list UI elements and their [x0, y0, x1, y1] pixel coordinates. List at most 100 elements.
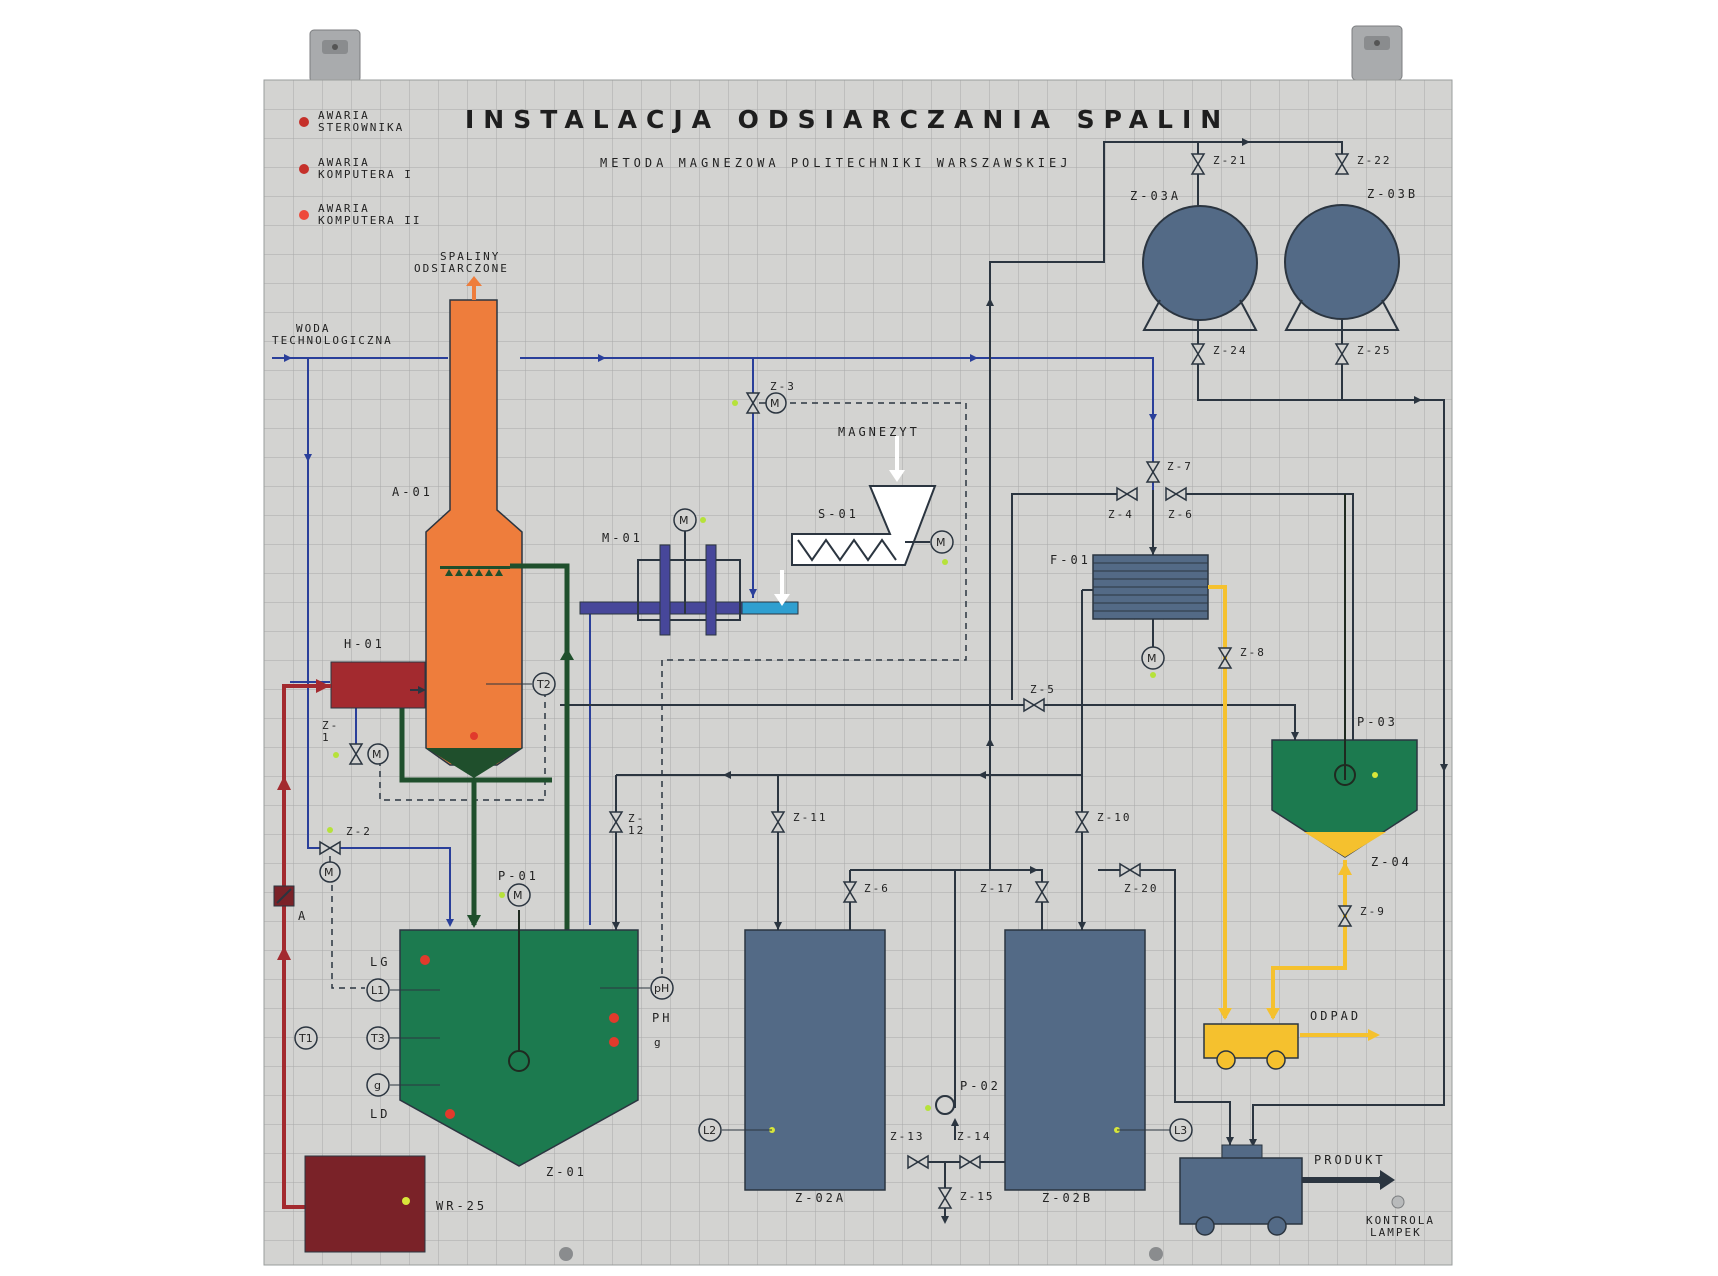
- valve-z6-lower: [842, 881, 858, 903]
- alarm-computer-1: AWARIA KOMPUTERA I: [299, 156, 413, 181]
- instrument-g: g: [366, 1073, 440, 1097]
- svg-text:12: 12: [628, 824, 645, 837]
- svg-text:AWARIA: AWARIA: [318, 109, 370, 122]
- tank-z01: [399, 910, 639, 1167]
- pump-p02: [925, 1095, 955, 1115]
- label-odpad: ODPAD: [1310, 1009, 1361, 1023]
- valve-motor-z2: M: [319, 827, 341, 883]
- svg-text:Z-15: Z-15: [960, 1190, 995, 1203]
- valve-z4: [1116, 486, 1138, 502]
- valve-z7: [1145, 461, 1161, 483]
- tank-z03a: [1142, 205, 1258, 331]
- svg-text:L3: L3: [1174, 1124, 1187, 1137]
- label-lg: LG: [370, 955, 390, 969]
- instrument-t3: T3: [366, 1026, 440, 1050]
- svg-text:Z-20: Z-20: [1124, 882, 1159, 895]
- instrument-ph: pH: [600, 976, 674, 1000]
- label-f01: F-01: [1050, 553, 1091, 567]
- svg-text:Z-6: Z-6: [1168, 508, 1194, 521]
- label-p02: P-02: [960, 1079, 1001, 1093]
- svg-text:M: M: [513, 889, 523, 902]
- svg-text:Z-11: Z-11: [793, 811, 828, 824]
- label-spaliny-2: ODSIARCZONE: [414, 262, 509, 275]
- instrument-l2: L2: [698, 1118, 772, 1142]
- lamp-test-button[interactable]: [1391, 1195, 1405, 1209]
- filter-f01: M: [1082, 554, 1209, 678]
- label-h01: H-01: [344, 637, 385, 651]
- svg-text:Z-21: Z-21: [1213, 154, 1248, 167]
- valve-z21: [1190, 153, 1206, 175]
- waste-cart: [1203, 1023, 1299, 1070]
- svg-text:Z-3: Z-3: [770, 380, 796, 393]
- mixer-m01: M: [579, 508, 799, 636]
- label-p01: P-01: [498, 869, 539, 883]
- valve-z5: [1023, 697, 1045, 713]
- valve-z1: [348, 743, 364, 765]
- valve-z6-upper: [1165, 486, 1187, 502]
- svg-text:Z-7: Z-7: [1167, 460, 1193, 473]
- label-a01: A-01: [392, 485, 433, 499]
- valve-z20: [1119, 862, 1141, 878]
- valve-z8: [1217, 647, 1233, 669]
- valve-z25: [1334, 343, 1350, 365]
- svg-text:Z-24: Z-24: [1213, 344, 1248, 357]
- label-s01: S-01: [818, 507, 859, 521]
- svg-text:Z-17: Z-17: [980, 882, 1015, 895]
- svg-text:1: 1: [322, 731, 331, 744]
- label-z02b: Z-02B: [1042, 1191, 1093, 1205]
- svg-text:M: M: [936, 536, 946, 549]
- alarm-controller: AWARIA STEROWNIKA: [299, 109, 402, 134]
- label-spaliny-1: SPALINY: [440, 250, 500, 263]
- product-cart: [1179, 1144, 1303, 1236]
- svg-text:L1: L1: [371, 984, 384, 997]
- tank-z03b: [1284, 204, 1400, 331]
- label-a: A: [298, 909, 308, 923]
- label-kontrola-2: LAMPEK: [1370, 1226, 1422, 1239]
- process-arrows: [612, 138, 1448, 1224]
- svg-text:Z-6: Z-6: [864, 882, 890, 895]
- svg-text:Z-: Z-: [628, 812, 645, 825]
- valve-z14: [959, 1154, 981, 1170]
- instrument-l3: L3: [1117, 1118, 1193, 1142]
- instrument-l1: L1: [366, 978, 440, 1002]
- valves: [319, 153, 1353, 1209]
- svg-text:AWARIA: AWARIA: [318, 202, 370, 215]
- svg-text:Z-9: Z-9: [1360, 905, 1386, 918]
- label-m01: M-01: [602, 531, 643, 545]
- svg-text:T2: T2: [536, 678, 551, 691]
- alarm-computer-2: AWARIA KOMPUTERA II: [299, 202, 421, 227]
- valve-z15: [937, 1187, 953, 1209]
- svg-text:AWARIA: AWARIA: [318, 156, 370, 169]
- label-z01: Z-01: [546, 1165, 587, 1179]
- instrument-t2: T2: [486, 672, 556, 696]
- valve-z17: [1034, 881, 1050, 903]
- page-subtitle: METODA MAGNEZOWA POLITECHNIKI WARSZAWSKI…: [600, 156, 1071, 170]
- label-produkt: PRODUKT: [1314, 1153, 1386, 1167]
- svg-text:Z-2: Z-2: [346, 825, 372, 838]
- svg-text:KOMPUTERA II: KOMPUTERA II: [318, 214, 421, 227]
- svg-text:T3: T3: [370, 1032, 385, 1045]
- instrument-t1: T1: [294, 1026, 318, 1050]
- svg-text:Z-4: Z-4: [1108, 508, 1134, 521]
- label-z03b: Z-03B: [1367, 187, 1418, 201]
- mount-bracket-right: [1351, 25, 1403, 81]
- valve-motor-z1: M: [333, 743, 389, 765]
- label-woda-2: TECHNOLOGICZNA: [272, 334, 393, 347]
- label-g: g: [654, 1036, 663, 1049]
- svg-text:Z-25: Z-25: [1357, 344, 1392, 357]
- svg-text:M: M: [372, 748, 382, 761]
- svg-text:M: M: [324, 866, 334, 879]
- pump-p01: M: [499, 883, 531, 907]
- svg-text:g: g: [374, 1079, 381, 1092]
- svg-text:pH: pH: [654, 982, 669, 995]
- page-title: INSTALACJA ODSIARCZANIA SPALIN: [465, 105, 1230, 134]
- valve-motor-z3: M: [732, 392, 787, 414]
- svg-text:KOMPUTERA I: KOMPUTERA I: [318, 168, 413, 181]
- svg-text:Z-5: Z-5: [1030, 683, 1056, 696]
- svg-text:L2: L2: [703, 1124, 716, 1137]
- valve-z11: [770, 811, 786, 833]
- label-z03a: Z-03A: [1130, 189, 1181, 203]
- label-kontrola-1: KONTROLA: [1366, 1214, 1435, 1227]
- label-ph: PH: [652, 1011, 672, 1025]
